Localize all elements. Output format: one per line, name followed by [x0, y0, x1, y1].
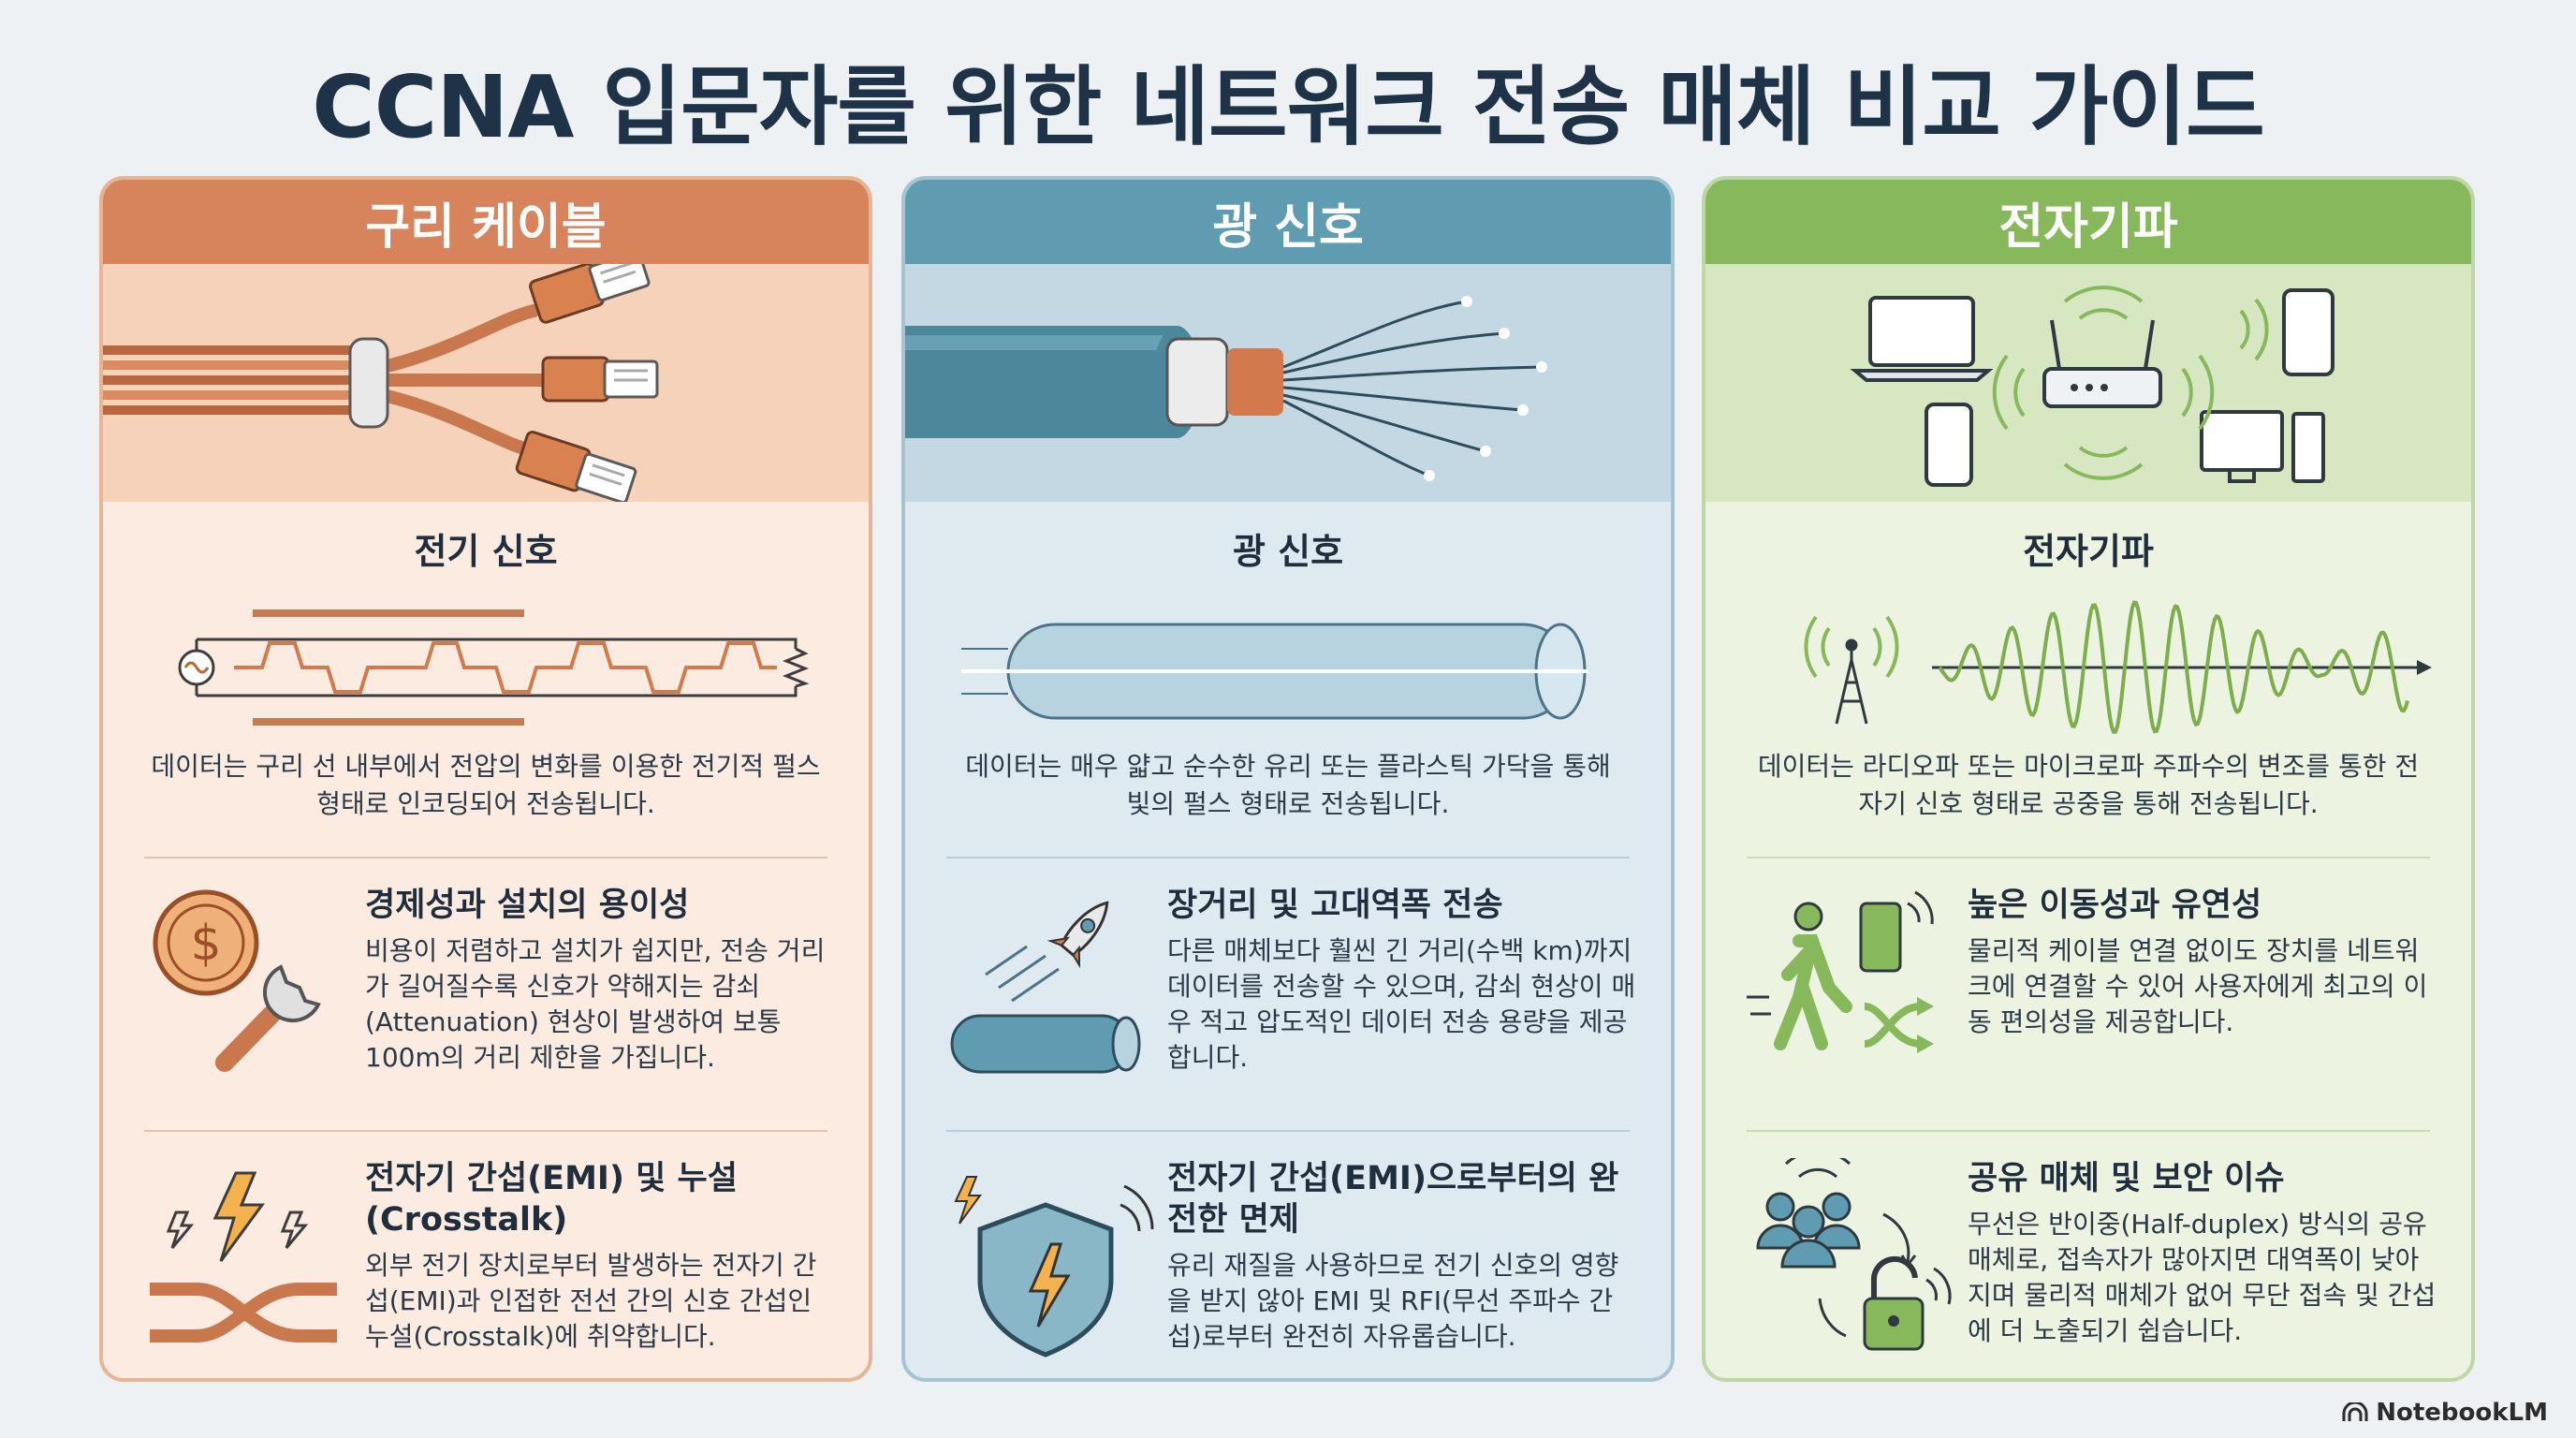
copper-description: 데이터는 구리 선 내부에서 전압의 변화를 이용한 전기적 펄스 형태로 인코…: [151, 751, 821, 819]
wireless-feature-security: 공유 매체 및 보안 이슈 무선은 반이중(Half-duplex) 방식의 공…: [1705, 1132, 2471, 1378]
feature-title: 장거리 및 고대역폭 전송: [1167, 887, 1503, 924]
feature-text: 비용이 저렴하고 설치가 쉽지만, 전송 거리가 길어질수록 신호가 약해지는 …: [365, 935, 826, 1073]
feature-text: 외부 전기 장치로부터 발생하는 전자기 간섭(EMI)과 인접한 전선 간의 …: [365, 1250, 817, 1352]
divider: [144, 1130, 827, 1132]
users-padlock-icon: [1743, 1158, 1954, 1378]
wireless-column: 전자기파: [1702, 176, 2475, 1382]
copper-feature-emi: 전자기 간섭(EMI) 및 누설(Crosstalk) 외부 전기 장치로부터 …: [103, 1132, 869, 1378]
light-signal-diagram: [905, 583, 1671, 748]
walking-person-phone-icon: [1743, 885, 1954, 1111]
wireless-devices-illustration: [1705, 264, 2471, 502]
optic-description: 데이터는 매우 얇고 순수한 유리 또는 플라스틱 가닥을 통해 빛의 펄스 형…: [965, 751, 1611, 819]
copper-column: 구리 케이블: [99, 176, 872, 1382]
feature-text: 물리적 케이블 연결 없이도 장치를 네트워크에 연결할 수 있어 사용자에게 …: [1968, 935, 2428, 1037]
wireless-description: 데이터는 라디오파 또는 마이크로파 주파수의 변조를 통한 전자기 신호 형태…: [1757, 751, 2420, 819]
divider: [1747, 857, 2430, 858]
feature-title: 공유 매체 및 보안 이슈: [1968, 1160, 2285, 1197]
notebooklm-logo-icon: [2342, 1402, 2368, 1421]
crosstalk-lightning-icon: [140, 1158, 352, 1378]
wireless-signal-title: 전자기파: [2023, 531, 2154, 572]
copper-cable-illustration: [103, 264, 869, 502]
feature-title: 전자기 간섭(EMI) 및 누설(Crosstalk): [365, 1160, 738, 1239]
divider: [144, 857, 827, 858]
copper-feature-cost: $ 경제성과 설치의 용이성 비용이 저렴하고 설치가 쉽지만, 전송 거리가 …: [103, 858, 869, 1111]
feature-title: 경제성과 설치의 용이성: [365, 887, 690, 924]
electric-circuit-icon: [178, 609, 810, 726]
rocket-pipe-icon: [943, 885, 1154, 1111]
svg-text:$: $: [190, 916, 221, 972]
fiber-tube-icon: [961, 623, 1588, 720]
wireless-feature-mobility: 높은 이동성과 유연성 물리적 케이블 연결 없이도 장치를 네트워크에 연결할…: [1705, 858, 2471, 1111]
copper-cable-icon: [103, 264, 659, 502]
divider: [946, 1130, 1630, 1132]
wireless-header: 전자기파: [1705, 180, 2471, 264]
optic-column: 광 신호 광 신호: [901, 176, 1675, 1382]
divider: [946, 857, 1630, 858]
copper-header: 구리 케이블: [103, 180, 869, 264]
feature-text: 다른 매체보다 훨씬 긴 거리(수백 km)까지 데이터를 전송할 수 있으며,…: [1167, 935, 1636, 1073]
optic-feature-emi-immune: 전자기 간섭(EMI)으로부터의 완전한 면제 유리 재질을 사용하므로 전기 …: [905, 1132, 1671, 1378]
feature-text: 무선은 반이중(Half-duplex) 방식의 공유 매체로, 접속자가 많아…: [1968, 1209, 2437, 1346]
coin-wrench-icon: $: [140, 885, 352, 1111]
brand-name: NotebookLM: [2376, 1399, 2548, 1427]
fiber-cable-icon: [905, 296, 1547, 481]
wireless-devices-icon: [1850, 286, 2334, 487]
electric-signal-diagram: [103, 583, 869, 748]
fiber-cable-illustration: [905, 264, 1671, 502]
optic-feature-distance: 장거리 및 고대역폭 전송 다른 매체보다 훨씬 긴 거리(수백 km)까지 데…: [905, 858, 1671, 1111]
optic-header: 광 신호: [905, 180, 1671, 264]
page-title: CCNA 입문자를 위한 네트워크 전송 매체 비교 가이드: [312, 57, 2265, 157]
feature-text: 유리 재질을 사용하므로 전기 신호의 영향을 받지 않아 EMI 및 RFI(…: [1167, 1250, 1619, 1352]
em-wave-diagram: [1705, 583, 2471, 748]
copper-signal-title: 전기 신호: [414, 531, 558, 572]
antenna-wave-icon: [1804, 600, 2432, 734]
shield-lightning-icon: [943, 1158, 1154, 1378]
divider: [1747, 1130, 2430, 1132]
optic-signal-title: 광 신호: [1232, 531, 1344, 572]
brand-logo: NotebookLM: [2342, 1399, 2548, 1427]
feature-title: 높은 이동성과 유연성: [1968, 887, 2262, 924]
feature-title: 전자기 간섭(EMI)으로부터의 완전한 면제: [1167, 1160, 1619, 1239]
